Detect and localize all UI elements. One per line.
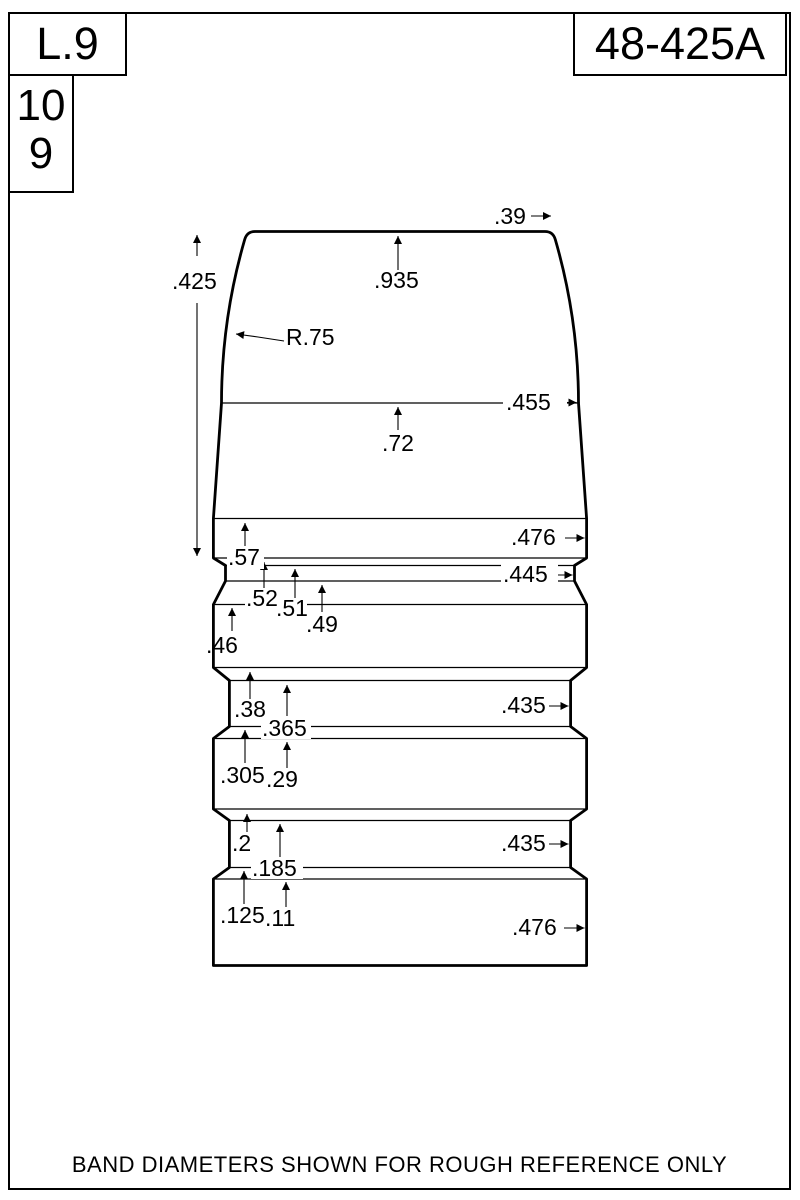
dim-label-diameter-base-band: .476 <box>512 914 557 940</box>
dim-label-height-365: .365 <box>262 715 307 741</box>
height-dimension-arrows <box>228 236 402 907</box>
dim-label-height-46: .46 <box>206 632 238 658</box>
title-box-cavity-stack: 10 9 <box>8 74 74 193</box>
dim-label-height-57: .57 <box>228 544 260 570</box>
bullet-outline <box>212 230 588 967</box>
dim-label-diameter-crimp-groove: .445 <box>503 561 548 587</box>
dim-label-height-38: .38 <box>234 696 266 722</box>
title-box-catalog-number: 48-425A <box>573 12 787 76</box>
band-boundary-lines <box>213 402 587 880</box>
footer-note: BAND DIAMETERS SHOWN FOR ROUGH REFERENCE… <box>71 1152 728 1177</box>
dim-label-diameter-rear-groove: .435 <box>501 830 546 856</box>
dim-label-height-2: .2 <box>232 830 251 856</box>
dim-label-height-29: .29 <box>266 766 298 792</box>
stack-bottom-label: 9 <box>28 129 54 178</box>
dim-label-height-185: .185 <box>252 855 297 881</box>
dim-label-meplat-diameter: .39 <box>494 203 526 229</box>
dim-label-diameter-front-band: .476 <box>511 524 556 550</box>
dim-label-height-51: .51 <box>276 595 308 621</box>
dim-label-height-72: .72 <box>382 430 414 456</box>
dim-label-diameter-nose-base: .455 <box>506 389 551 415</box>
dim-label-height-305: .305 <box>220 762 265 788</box>
sheet-border <box>8 12 791 1190</box>
dim-label-height-49: .49 <box>306 611 338 637</box>
stack-top-label: 10 <box>16 81 66 130</box>
drawing-code-label: L.9 <box>36 18 99 69</box>
dim-label-height-11: .11 <box>265 905 295 931</box>
dim-label-height-125: .125 <box>220 902 265 928</box>
catalog-number-label: 48-425A <box>594 18 766 69</box>
dim-label-diameter-mid-groove: .435 <box>501 692 546 718</box>
dim-label-overall-length: .935 <box>374 267 419 293</box>
dim-label-nose-length: .425 <box>172 268 217 294</box>
dim-label-height-52: .52 <box>246 585 278 611</box>
dim-label-ogive-radius: R.75 <box>286 324 335 350</box>
ogive-radius-leader <box>235 331 285 342</box>
